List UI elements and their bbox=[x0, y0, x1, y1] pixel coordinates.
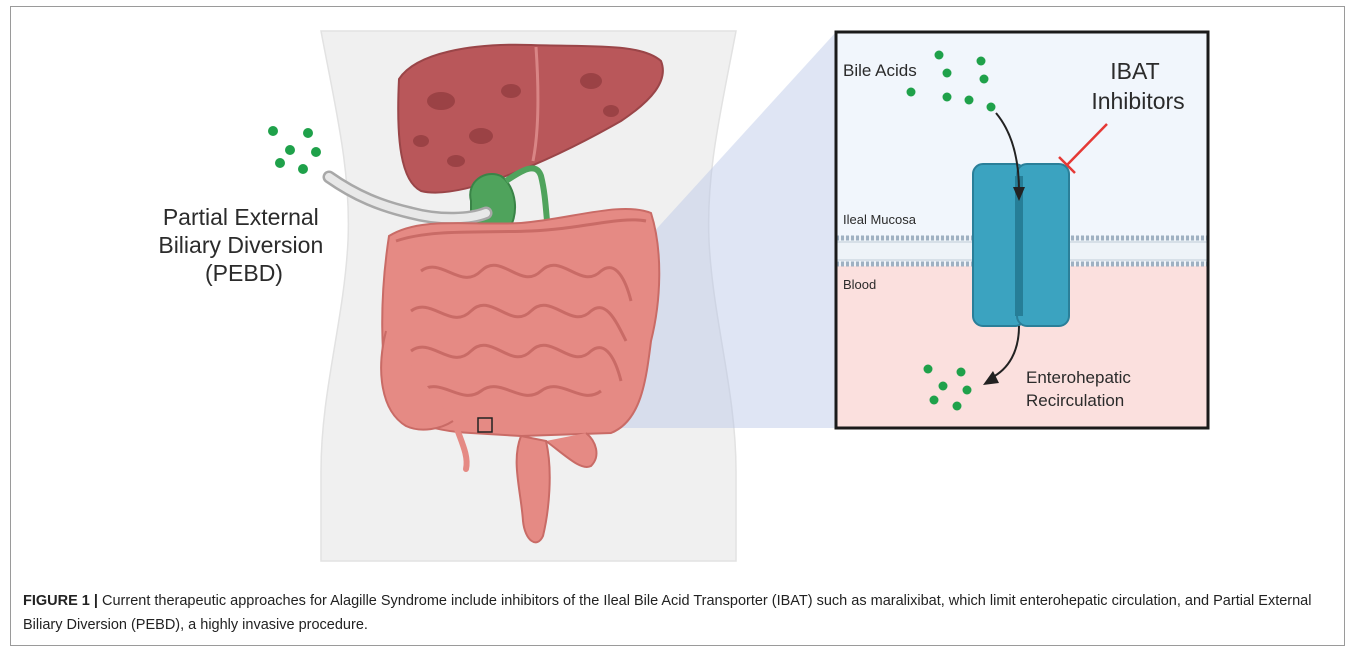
pebd-label-line-3: (PEBD) bbox=[205, 260, 283, 286]
ileal-inset: Bile Acids IBAT Inhibitors Ileal Mucosa … bbox=[836, 32, 1208, 428]
pebd-label-line-2: Biliary Diversion bbox=[158, 232, 323, 258]
pebd-label: Partial External Biliary Diversion (PEBD… bbox=[158, 204, 329, 286]
figure-illustration: Partial External Biliary Diversion (PEBD… bbox=[11, 7, 1344, 587]
figure-caption: FIGURE 1 | Current therapeutic approache… bbox=[23, 589, 1343, 637]
ibat-label-line-1: IBAT bbox=[1110, 58, 1159, 84]
bile-acids-label: Bile Acids bbox=[843, 61, 917, 80]
pebd-bile-dots bbox=[268, 126, 321, 174]
pebd-label-line-1: Partial External bbox=[163, 204, 319, 230]
ibat-label-line-2: Inhibitors bbox=[1091, 88, 1184, 114]
ileal-mucosa-label: Ileal Mucosa bbox=[843, 212, 917, 227]
recirculation-label-line-2: Recirculation bbox=[1026, 391, 1124, 410]
caption-text: Current therapeutic approaches for Alagi… bbox=[23, 593, 1311, 633]
figure-frame: Partial External Biliary Diversion (PEBD… bbox=[10, 6, 1345, 646]
blood-label: Blood bbox=[843, 277, 876, 292]
recirculation-label-line-1: Enterohepatic bbox=[1026, 368, 1131, 387]
caption-label: FIGURE 1 | bbox=[23, 593, 98, 609]
